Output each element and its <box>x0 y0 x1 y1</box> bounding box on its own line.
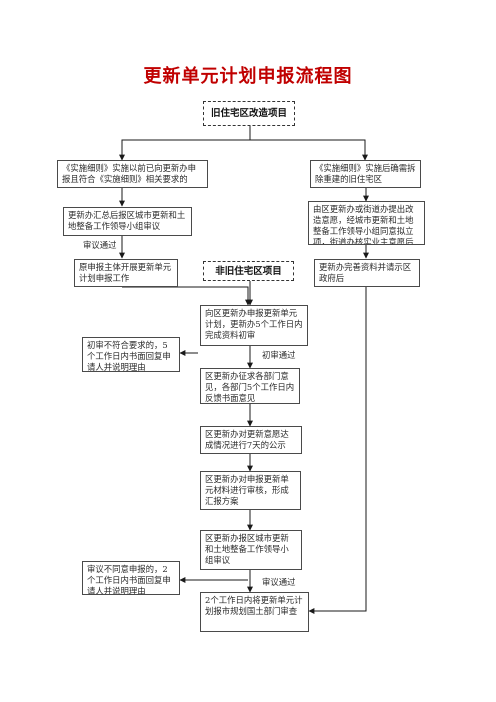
label-review-pass-2: 审议通过 <box>262 577 296 588</box>
node-publicity: 区更新办对更新意愿达成情况进行7天的公示 <box>200 426 302 454</box>
node-complete-docs: 更新办完善资料并请示区政府后 <box>314 259 420 287</box>
node-leader-review: 区更新办报区城市更新和土地整备工作领导小组审议 <box>200 530 302 570</box>
label-first-pass: 初审通过 <box>262 350 296 361</box>
node-after-rules: 《实施细则》实施后确需拆除重建的旧住宅区 <box>310 160 421 188</box>
node-before-rules: 《实施细则》实施以前已向更新办申报且符合《实施细则》相关要求的 <box>57 160 208 188</box>
node-dept-opinions: 区更新办征求各部门意见，各部门5个工作日内反馈书面意见 <box>200 368 300 404</box>
node-reject-first: 初审不符合要求的，5个工作日内书面回复申请人并说明理由 <box>82 337 180 372</box>
node-reject-review: 审议不同意申报的，2个工作日内书面回复申请人并说明理由 <box>82 561 180 595</box>
node-submit-bureau: 2个工作日内将更新单元计划报市规划国土部门审查 <box>200 592 309 632</box>
node-street-office: 由区更新办或街道办提出改造意愿，经城市更新和土地整备工作领导小组同意拟立项，街道… <box>308 201 425 245</box>
connector-top-right <box>250 139 368 161</box>
label-review-pass-1: 审议通过 <box>83 240 117 251</box>
node-original-applicant: 原申报主体开展更新单元计划申报工作 <box>74 259 178 287</box>
connector-left-to-main <box>122 286 251 306</box>
node-review: 区更新办对申报更新单元材料进行审核，形成汇报方案 <box>200 471 301 510</box>
connector-top-split <box>119 126 251 161</box>
node-non-residential: 非旧住宅区项目 <box>203 261 294 281</box>
node-apply-district: 向区更新办申报更新单元计划，更新办5个工作日内完成资料初审 <box>200 305 308 346</box>
connector-right-long <box>308 287 367 614</box>
node-old-residential: 旧住宅区改造项目 <box>203 101 295 126</box>
node-summary-report: 更新办汇总后报区城市更新和土地整备工作领导小组审议 <box>63 207 192 236</box>
page-title: 更新单元计划申报流程图 <box>143 66 353 87</box>
